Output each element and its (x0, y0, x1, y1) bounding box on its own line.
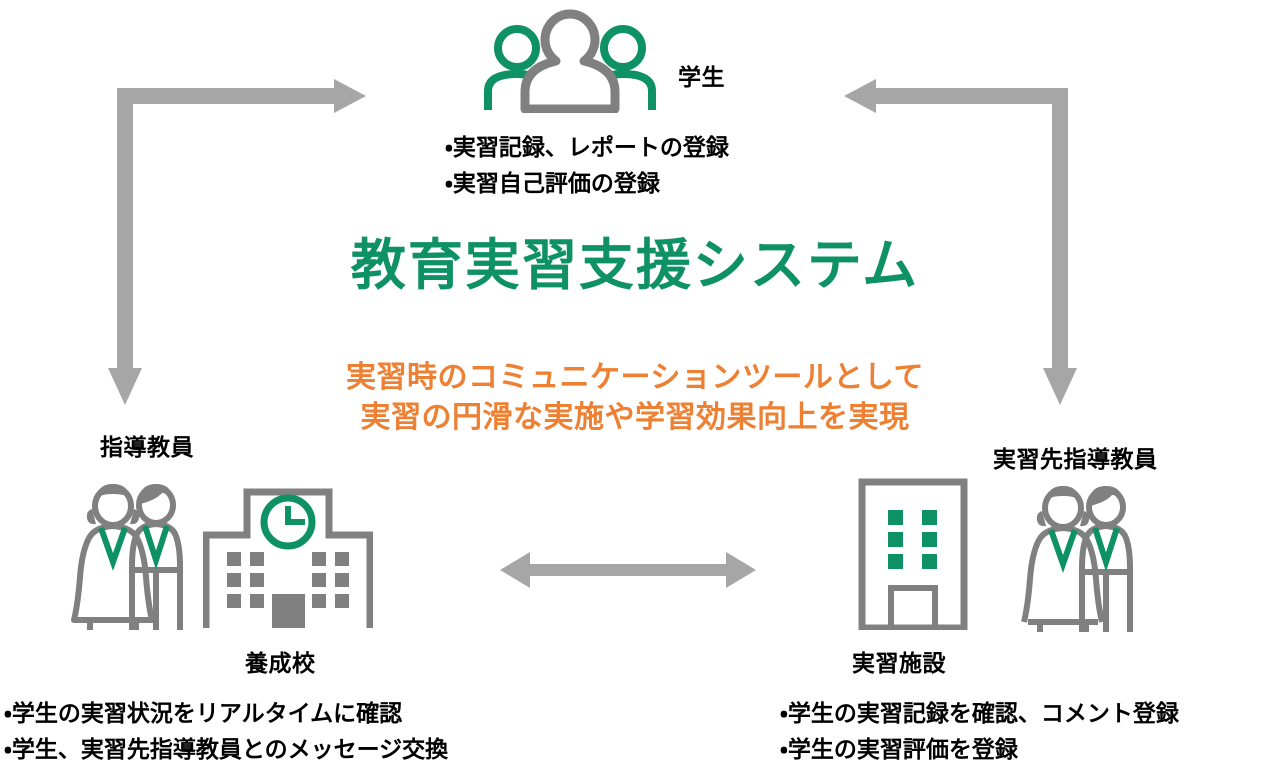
two-people-icon (71, 483, 183, 630)
facility-building-icon (858, 478, 968, 630)
facility-bullets: ・学生の実習記録を確認、コメント登録 ・学生の実習評価を登録 (780, 696, 1179, 767)
student-node: 学生 ・実習記録、レポートの登録 ・実習自己評価の登録 (445, 8, 890, 198)
school-facility-arrow (500, 552, 756, 588)
facility-label: 実習施設 (852, 650, 946, 676)
student-label: 学生 (678, 64, 725, 90)
school-label: 養成校 (245, 650, 316, 676)
list-item: ・実習自己評価の登録 (445, 169, 660, 196)
list-item: ・学生の実習評価を登録 (780, 735, 1018, 762)
teacher-label: 指導教員 (100, 434, 194, 460)
three-people-icon (484, 9, 656, 113)
site-teacher-label: 実習先指導教員 (993, 446, 1158, 472)
school-building-clock-icon (203, 488, 373, 628)
page-title: 教育実習支援システム (350, 234, 920, 296)
subtitle-line-1: 実習時のコミュニケーションツールとして (346, 361, 924, 394)
school-bullets: ・学生の実習状況をリアルタイムに確認 ・学生、実習先指導教員とのメッセージ交換 (4, 696, 448, 767)
subtitle-line-2: 実習の円滑な実施や学習効果向上を実現 (360, 400, 910, 434)
student-bullets: ・実習記録、レポートの登録 ・実習自己評価の登録 (445, 130, 729, 201)
list-item: ・実習記録、レポートの登録 (445, 134, 729, 160)
list-item: ・学生の実習状況をリアルタイムに確認 (4, 700, 403, 726)
two-people-icon (1021, 485, 1133, 632)
list-item: ・学生の実習記録を確認、コメント登録 (780, 700, 1179, 726)
subtitle-block: 実習時のコミュニケーションツールとして 実習の円滑な実施や学習効果向上を実現 (250, 358, 1020, 438)
list-item: ・学生、実習先指導教員とのメッセージ交換 (4, 735, 449, 762)
